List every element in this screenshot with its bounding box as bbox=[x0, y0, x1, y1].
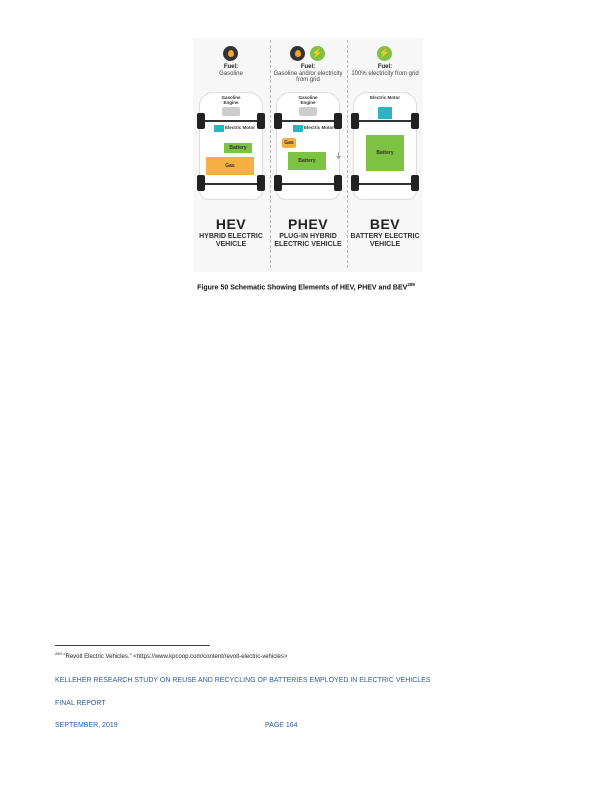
wheel bbox=[351, 175, 359, 191]
rear-axle bbox=[202, 183, 260, 185]
divider bbox=[347, 40, 348, 268]
car-diagram: Electric Motor Battery bbox=[351, 92, 419, 200]
fuel-label: Fuel: bbox=[223, 64, 239, 70]
motor-box bbox=[293, 125, 303, 132]
ev-schematic-figure: Fuel:Gasoline Gasoline Engine Electric M… bbox=[193, 38, 423, 272]
battery-box: Battery bbox=[224, 143, 252, 153]
caption-text: Figure 50 Schematic Showing Elements of … bbox=[197, 284, 408, 292]
vehicle-type-subtitle: PLUG-IN HYBRID ELECTRIC VEHICLE bbox=[274, 233, 342, 248]
front-axle bbox=[279, 120, 337, 122]
wheel bbox=[411, 113, 419, 129]
fuel-label: Fuel: bbox=[300, 64, 316, 70]
fuel-label: Fuel: bbox=[377, 64, 393, 70]
gasoline-drop-icon bbox=[223, 46, 238, 61]
vehicle-type-title: PHEV bbox=[287, 216, 329, 232]
footnote-separator bbox=[55, 645, 210, 646]
footer-report: FINAL REPORT bbox=[55, 700, 106, 707]
footnote-number: 289 bbox=[55, 651, 62, 656]
footer-page-number: PAGE 164 bbox=[265, 722, 298, 729]
vehicle-type-subtitle: BATTERY ELECTRIC VEHICLE bbox=[350, 233, 420, 248]
panel-hev: Fuel:Gasoline Gasoline Engine Electric M… bbox=[193, 38, 269, 272]
footnote-text: "Revolt Electric Vehicles." <https://www… bbox=[63, 654, 288, 660]
car-diagram: Gasoline Engine Electric Motor Battery G… bbox=[197, 92, 265, 200]
footnote-ref[interactable]: 289 bbox=[407, 282, 415, 287]
motor-label: Electric Motor bbox=[225, 125, 256, 130]
footer-title: KELLEHER RESEARCH STUDY ON REUSE AND REC… bbox=[55, 677, 431, 684]
front-axle bbox=[356, 120, 414, 122]
fuel-value: Gasoline bbox=[219, 70, 243, 77]
wheel bbox=[197, 113, 205, 129]
motor-label: Electric Motor bbox=[369, 95, 400, 100]
car-diagram: Gasoline Engine Electric Motor Gas Batte… bbox=[274, 92, 342, 200]
fuel-value: Gasoline and/or electricity from grid bbox=[273, 70, 343, 84]
vehicle-type-title: HEV bbox=[215, 216, 247, 232]
wheel bbox=[257, 113, 265, 129]
wheel bbox=[351, 113, 359, 129]
panel-bev: ⚡ Fuel:100% electricity from grid Electr… bbox=[347, 38, 423, 272]
vehicle-type-subtitle: HYBRID ELECTRIC VEHICLE bbox=[199, 233, 263, 248]
battery-box: Battery bbox=[366, 135, 404, 171]
divider bbox=[270, 40, 271, 268]
fuel-value: 100% electricity from grid bbox=[351, 70, 419, 77]
engine-icon bbox=[299, 107, 317, 116]
wheel bbox=[274, 113, 282, 129]
motor-box bbox=[214, 125, 224, 132]
rear-axle bbox=[279, 183, 337, 185]
lightning-bolt-icon: ⚡ bbox=[310, 46, 325, 61]
footnote: 289 "Revolt Electric Vehicles." <https:/… bbox=[55, 651, 287, 660]
wheel bbox=[274, 175, 282, 191]
engine-label: Gasoline Engine bbox=[298, 95, 318, 105]
front-axle bbox=[202, 120, 260, 122]
battery-box: Battery bbox=[288, 152, 326, 170]
wheel bbox=[257, 175, 265, 191]
vehicle-type-title: BEV bbox=[369, 216, 401, 232]
engine-icon bbox=[222, 107, 240, 116]
gas-tank-box: Gas bbox=[282, 138, 296, 148]
gas-tank-box: Gas bbox=[206, 157, 254, 175]
motor-label: Electric Motor bbox=[304, 125, 335, 130]
lightning-bolt-icon: ⚡ bbox=[377, 46, 392, 61]
engine-label: Gasoline Engine bbox=[221, 95, 241, 105]
charging-plug-icon: ⏚ bbox=[335, 153, 342, 160]
rear-axle bbox=[356, 183, 414, 185]
figure-caption: Figure 50 Schematic Showing Elements of … bbox=[0, 282, 612, 291]
wheel bbox=[197, 175, 205, 191]
wheel bbox=[334, 113, 342, 129]
footer-date: SEPTEMBER, 2019 bbox=[55, 722, 118, 729]
gasoline-drop-icon bbox=[290, 46, 305, 61]
wheel bbox=[334, 175, 342, 191]
motor-box bbox=[378, 107, 392, 119]
panel-phev: ⚡ Fuel:Gasoline and/or electricity from … bbox=[270, 38, 346, 272]
wheel bbox=[411, 175, 419, 191]
